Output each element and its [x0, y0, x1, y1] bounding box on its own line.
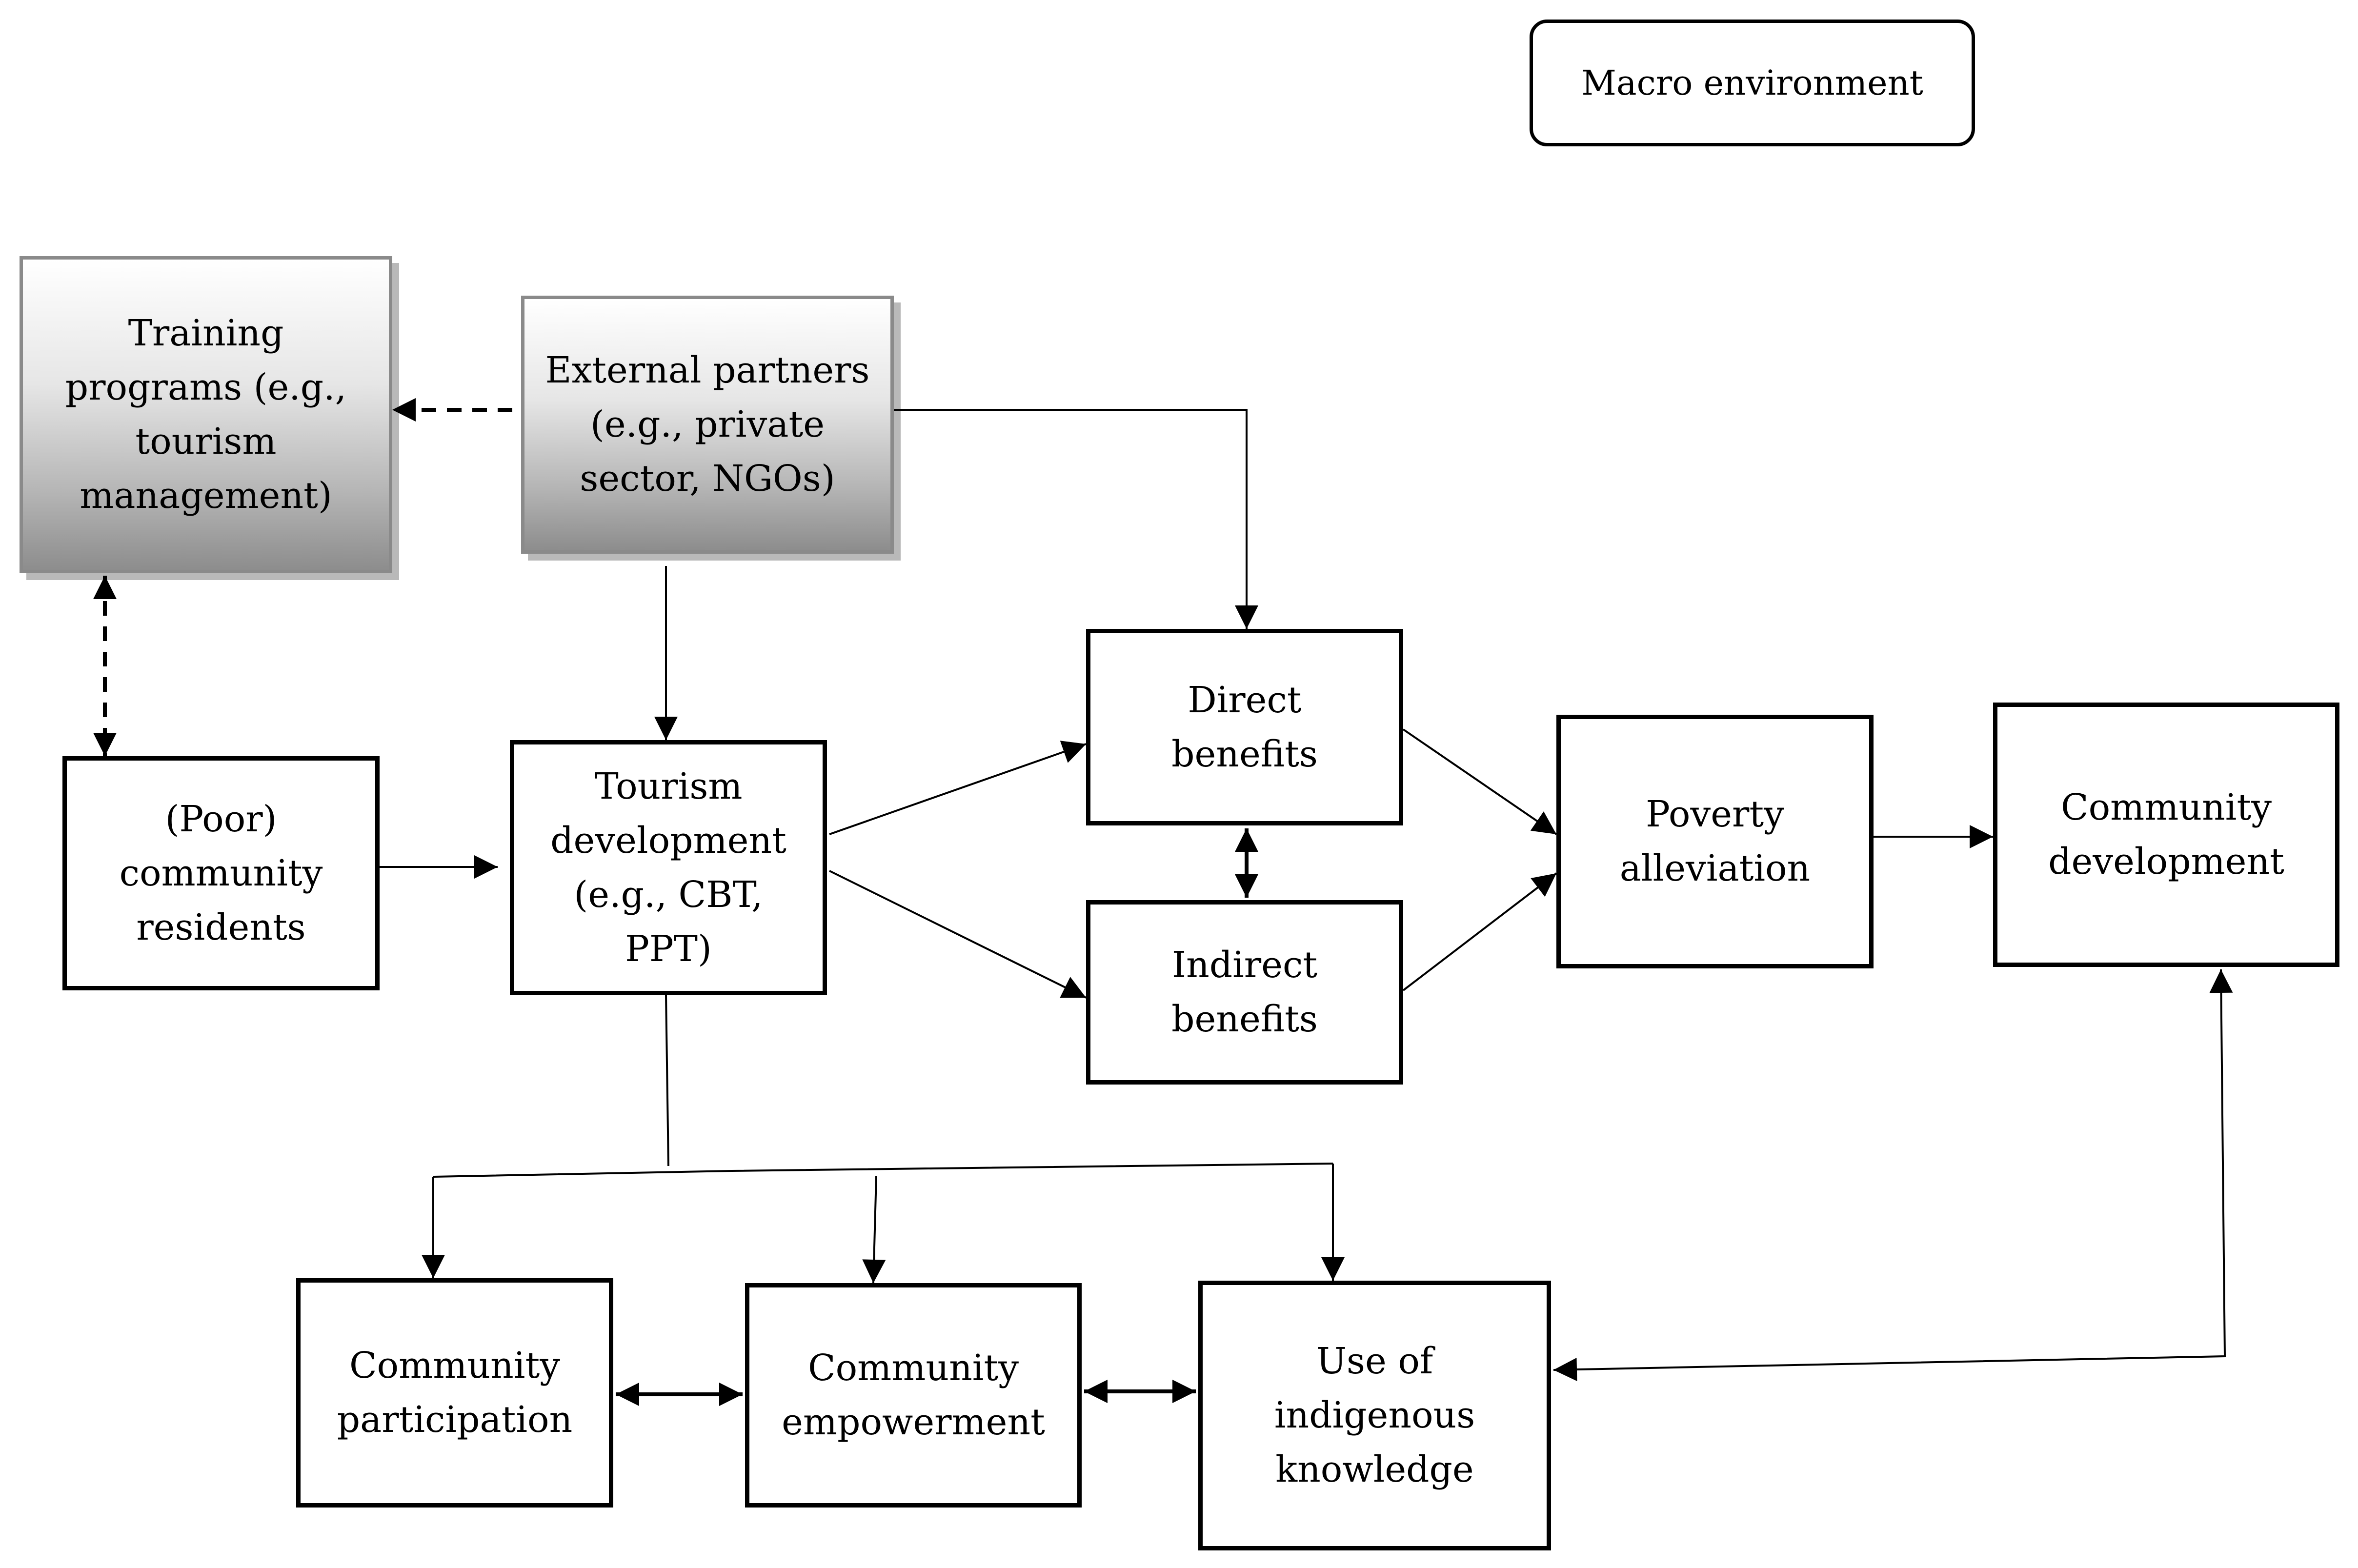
indirect-benefits-label: Indirect benefits	[1171, 944, 1318, 1040]
community-development-label: Community development	[2048, 786, 2284, 883]
edge-tourism-trunk	[665, 995, 669, 1166]
direct-benefits-node: Direct benefits	[1086, 629, 1403, 825]
community-empowerment-label: Community empowerment	[782, 1347, 1045, 1443]
edge-tourism-to-empowerment	[862, 1175, 886, 1284]
edge-distribution-bus	[433, 1163, 1333, 1178]
edge-indirect-to-poverty	[1402, 872, 1557, 991]
poverty-alleviation-label: Poverty alleviation	[1619, 793, 1811, 889]
indigenous-knowledge-label: Use of indigenous knowledge	[1274, 1340, 1475, 1490]
community-residents-node: (Poor) community residents	[62, 756, 380, 990]
community-residents-label: (Poor) community residents	[119, 798, 323, 948]
indirect-benefits-node: Indirect benefits	[1086, 900, 1403, 1085]
indigenous-knowledge-node: Use of indigenous knowledge	[1198, 1281, 1551, 1550]
community-development-node: Community development	[1993, 703, 2339, 967]
edge-tourism-to-direct	[829, 741, 1087, 835]
training-programs-node: Training programs (e.g., tourism managem…	[20, 256, 392, 573]
community-participation-label: Community participation	[337, 1345, 573, 1441]
external-partners-node: External partners (e.g., private sector,…	[521, 296, 894, 554]
poverty-alleviation-node: Poverty alleviation	[1556, 715, 1874, 968]
tourism-development-label: Tourism development (e.g., CBT, PPT)	[550, 765, 786, 970]
direct-benefits-label: Direct benefits	[1171, 679, 1318, 775]
edge-indigenous-community-development	[1553, 969, 2233, 1382]
training-programs-label: Training programs (e.g., tourism managem…	[65, 312, 347, 517]
edge-partners-to-direct	[894, 409, 1258, 629]
edge-tourism-to-indirect	[829, 870, 1087, 999]
community-participation-node: Community participation	[296, 1278, 613, 1508]
edge-direct-to-poverty	[1402, 728, 1557, 835]
macro-environment-label: Macro environment	[1581, 62, 1923, 103]
external-partners-label: External partners (e.g., private sector,…	[545, 349, 870, 500]
tourism-development-node: Tourism development (e.g., CBT, PPT)	[510, 740, 827, 995]
macro-environment-node: Macro environment	[1530, 20, 1975, 146]
community-empowerment-node: Community empowerment	[745, 1283, 1082, 1508]
